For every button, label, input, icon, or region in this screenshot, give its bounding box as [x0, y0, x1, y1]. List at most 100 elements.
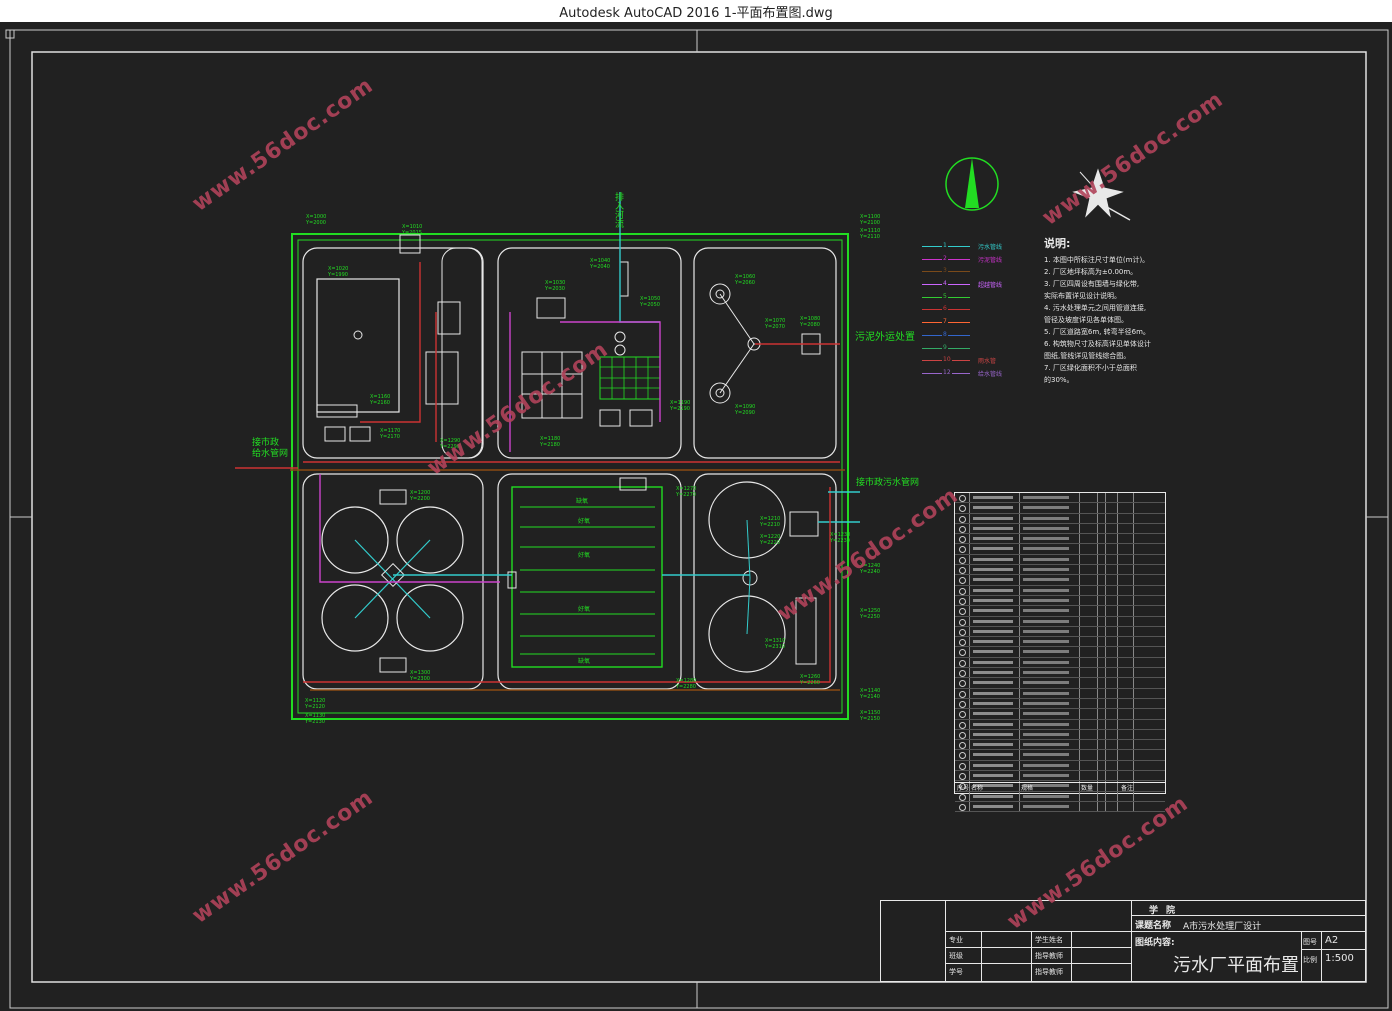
content-label: 图纸内容: [1135, 938, 1175, 948]
table-cell-divider [1019, 534, 1020, 544]
table-cell-divider [1133, 750, 1134, 760]
table-cell-divider [1079, 534, 1080, 544]
clarifier-2 [396, 506, 464, 574]
note-line: 4. 污水处理单元之间用管道连接, [1044, 304, 1147, 312]
svg-text:Y=2160: Y=2160 [369, 400, 390, 406]
table-row-text [973, 496, 1013, 499]
table-row [955, 503, 1165, 514]
table-cell-divider [1019, 523, 1020, 534]
svg-text:Y=2310: Y=2310 [764, 644, 785, 650]
table-row-marker [959, 659, 966, 667]
table-row-marker [959, 505, 966, 513]
table-row-marker [959, 711, 966, 719]
label-river-in: 排入河流 [613, 192, 623, 228]
table-row [955, 668, 1165, 679]
table-cell-divider [1105, 503, 1106, 513]
scale-value: 1:500 [1325, 953, 1354, 964]
table-row-text [973, 609, 1013, 613]
table-cell-divider [1079, 575, 1080, 585]
table-cell-divider [1133, 626, 1134, 637]
svg-text:X=1250: X=1250 [860, 608, 880, 614]
table-row-marker [959, 670, 966, 678]
table-row-spec [1023, 701, 1069, 705]
table-cell-divider [1019, 668, 1020, 678]
table-cell-divider [1133, 493, 1134, 503]
table-cell-divider [1079, 791, 1080, 801]
table-cell-divider [1117, 513, 1118, 523]
svg-text:X=1240: X=1240 [860, 563, 880, 569]
table-row-marker [959, 556, 966, 564]
title-block: 学院 课题名称 A市污水处理厂设计 图纸内容: 污水厂平面布置 图号 A2 比例… [880, 900, 1366, 982]
table-cell-divider [1105, 688, 1106, 698]
table-row-spec [1023, 506, 1069, 510]
wind-rose [1072, 168, 1131, 221]
table-row-text [973, 722, 1013, 726]
blower-room [536, 297, 566, 319]
table-cell-divider [1019, 544, 1020, 554]
svg-text:Y=2120: Y=2120 [304, 704, 325, 710]
table-cell-divider [1117, 503, 1118, 513]
table-cell-divider [1105, 668, 1106, 678]
table-cell-divider [1097, 637, 1098, 647]
svg-text:Y=2250: Y=2250 [859, 614, 880, 620]
table-row [955, 750, 1165, 761]
table-cell-divider [1117, 637, 1118, 647]
table-cell-divider [969, 668, 970, 678]
table-cell-divider [1133, 513, 1134, 523]
table-row-spec [1023, 629, 1069, 633]
table-row-spec [1023, 568, 1069, 572]
table-row-marker [959, 628, 966, 636]
svg-text:X=1080: X=1080 [800, 316, 820, 322]
table-cell-divider [1133, 554, 1134, 565]
topic-label: 课题名称 [1135, 921, 1172, 931]
table-cell-divider [1105, 616, 1106, 626]
table-cell-divider [969, 760, 970, 771]
svg-text:X=1300: X=1300 [410, 670, 430, 676]
note-line: 5. 厂区道路宽6m, 转弯半径6m。 [1044, 328, 1150, 336]
table-cell-divider [1019, 791, 1020, 801]
svg-text:X=1230: X=1230 [830, 532, 850, 538]
table-row-spec [1023, 753, 1069, 757]
table-cell-divider [1105, 771, 1106, 781]
table-row [955, 801, 1165, 813]
table-row-text [973, 784, 1013, 788]
clarifier-4 [396, 584, 464, 652]
aeration-tank [511, 486, 663, 668]
table-cell-divider [1133, 616, 1134, 626]
table-cell-divider [969, 606, 970, 616]
svg-text:Y=2290: Y=2290 [439, 444, 460, 450]
table-row-spec [1023, 804, 1069, 808]
table-row-marker [959, 803, 966, 811]
table-cell-divider [1133, 565, 1134, 575]
table-cell-divider [1019, 729, 1020, 740]
svg-text:X=1090: X=1090 [735, 404, 755, 410]
table-cell-divider [1019, 750, 1020, 760]
table-row [955, 678, 1165, 689]
table-cell-divider [1133, 575, 1134, 585]
table-row-spec [1023, 712, 1069, 716]
svg-text:Y=2300: Y=2300 [409, 676, 430, 682]
legend-item: 7 [922, 316, 1042, 329]
svg-text:Y=2220: Y=2220 [759, 540, 780, 546]
table-row-marker [959, 680, 966, 688]
svg-text:X=1160: X=1160 [370, 394, 390, 400]
table-cell-divider [1097, 606, 1098, 616]
clarifier-1 [321, 506, 389, 574]
svg-text:Y=2190: Y=2190 [669, 406, 690, 412]
table-cell-divider [969, 657, 970, 668]
svg-text:X=1140: X=1140 [860, 688, 880, 694]
table-cell-divider [1097, 801, 1098, 812]
table-row [955, 585, 1165, 596]
footer-col-qty: 数量 [1081, 785, 1094, 792]
table-cell-divider [1097, 575, 1098, 585]
table-row-marker [959, 525, 966, 533]
table-row-marker [959, 618, 966, 626]
table-cell-divider [1097, 668, 1098, 678]
table-cell-divider [1097, 791, 1098, 801]
table-row-text [973, 732, 1013, 736]
table-cell-divider [1105, 534, 1106, 544]
table-cell-divider [969, 791, 970, 801]
